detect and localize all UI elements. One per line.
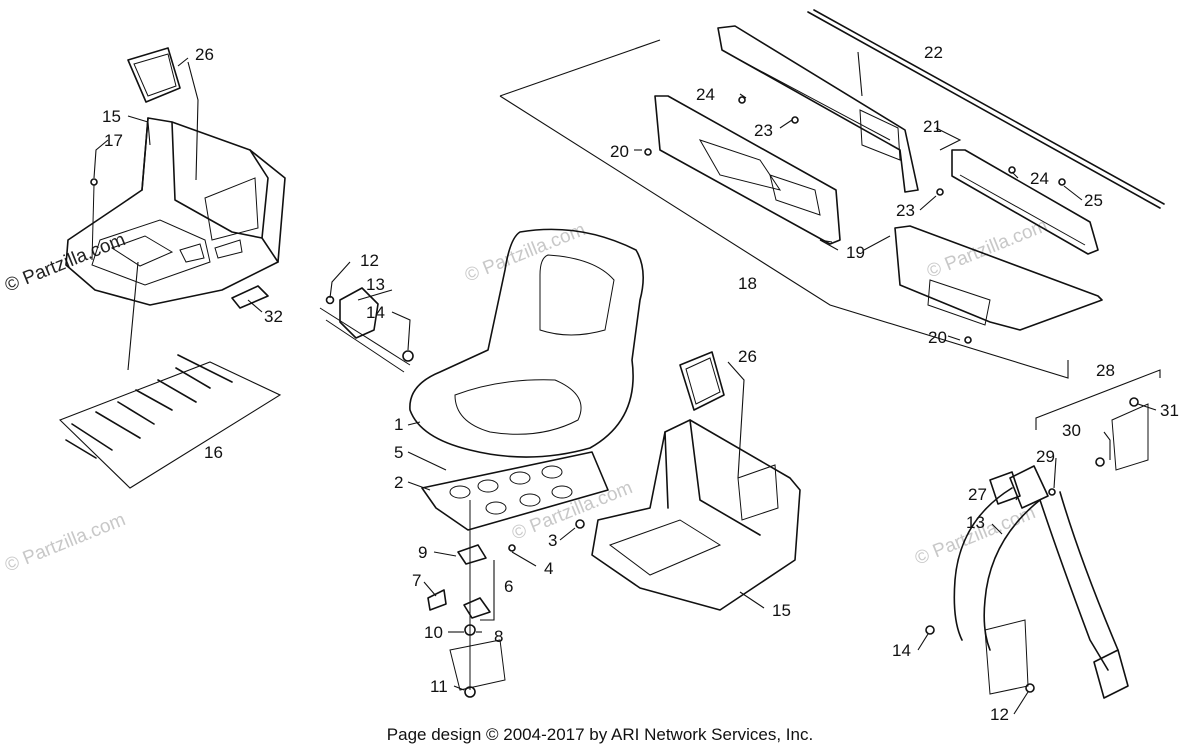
bolt-4 [508, 544, 516, 552]
nut-3 [575, 519, 585, 529]
callout-29: 29 [1036, 447, 1055, 466]
callout-19: 19 [846, 243, 865, 262]
callout-23-lower: 23 [896, 201, 915, 220]
callout-7: 7 [412, 571, 421, 590]
clip-23-upper [791, 116, 799, 124]
watermark-lower-left: © Partzilla.com [2, 509, 129, 576]
screw-20-upper [644, 148, 652, 156]
callout-9: 9 [418, 543, 427, 562]
callout-24-lower: 24 [1030, 169, 1049, 188]
callout-18: 18 [738, 274, 757, 293]
screw-24-upper [738, 96, 746, 104]
clip-23-lower [936, 188, 944, 196]
callout-17: 17 [104, 131, 123, 150]
callout-24-upper: 24 [696, 85, 715, 104]
callout-8: 8 [494, 627, 503, 646]
callout-26-left: 26 [195, 45, 214, 64]
callout-16: 16 [204, 443, 223, 462]
seat-belt-13 [925, 369, 1161, 699]
knob-assembly-13 [319, 287, 414, 373]
watermark-lower-center: © Partzilla.com [509, 477, 636, 544]
callout-28: 28 [1096, 361, 1115, 380]
callout-1: 1 [394, 415, 403, 434]
callout-15-left: 15 [102, 107, 121, 126]
seat-back-panel-19 [654, 95, 841, 245]
callout-12-lower: 12 [990, 705, 1009, 724]
callout-26-right: 26 [738, 347, 757, 366]
screw-24-lower [1008, 166, 1016, 174]
storage-tub-left [65, 117, 286, 306]
callout-5: 5 [394, 443, 403, 462]
callout-13-upper: 13 [366, 275, 385, 294]
callout-labels: 26 15 17 32 16 12 13 14 1 5 2 3 4 9 6 7 … [102, 43, 1179, 724]
callout-25: 25 [1084, 191, 1103, 210]
leader-lines [93, 57, 1157, 715]
callout-10: 10 [424, 623, 443, 642]
tool-kit-16 [59, 354, 282, 489]
callout-27: 27 [968, 485, 987, 504]
callout-20-lower: 20 [928, 328, 947, 347]
callout-6: 6 [504, 577, 513, 596]
screw-25 [1058, 178, 1066, 186]
screw-20-lower [964, 336, 972, 344]
storage-cover-26-left [127, 47, 181, 103]
callout-13-lower: 13 [966, 513, 985, 532]
callout-14-upper: 14 [366, 303, 385, 322]
seat-back-panel-upper-right [951, 149, 1099, 255]
seat-cushion-1 [409, 228, 644, 458]
callout-31: 31 [1160, 401, 1179, 420]
callout-2: 2 [394, 473, 403, 492]
callout-11: 11 [430, 677, 448, 696]
trim-strip-22 [807, 11, 1161, 209]
callout-23-upper: 23 [754, 121, 773, 140]
latch-assembly-6 [427, 500, 506, 698]
group-line-18-top [499, 39, 661, 97]
seat-base-2 [421, 451, 609, 531]
callout-30: 30 [1062, 421, 1081, 440]
callout-20-upper: 20 [610, 142, 629, 161]
watermark-center: © Partzilla.com [462, 219, 589, 286]
callout-32: 32 [264, 307, 283, 326]
seat-back-panel-lower-right [894, 225, 1103, 331]
screw-17-axis [91, 184, 95, 261]
seat-back-panel-21 [717, 25, 919, 193]
storage-tub-right [591, 419, 801, 611]
trim-strip-22-edge [813, 9, 1165, 205]
callout-21: 21 [923, 117, 942, 136]
bracket-32 [231, 285, 269, 309]
watermark-left: © Partzilla.com [2, 229, 129, 296]
callout-22: 22 [924, 43, 943, 62]
callout-4: 4 [544, 559, 553, 578]
callout-12-upper: 12 [360, 251, 379, 270]
storage-cover-26-right [679, 351, 725, 411]
screw-17 [90, 178, 98, 186]
group-line-18-bottom [499, 95, 1069, 379]
leader-22 [857, 51, 863, 97]
callout-15-right: 15 [772, 601, 791, 620]
page-footer: Page design © 2004-2017 by ARI Network S… [387, 725, 813, 744]
callout-14-lower: 14 [892, 641, 911, 660]
watermark-right: © Partzilla.com [924, 215, 1051, 282]
callout-3: 3 [548, 531, 557, 550]
